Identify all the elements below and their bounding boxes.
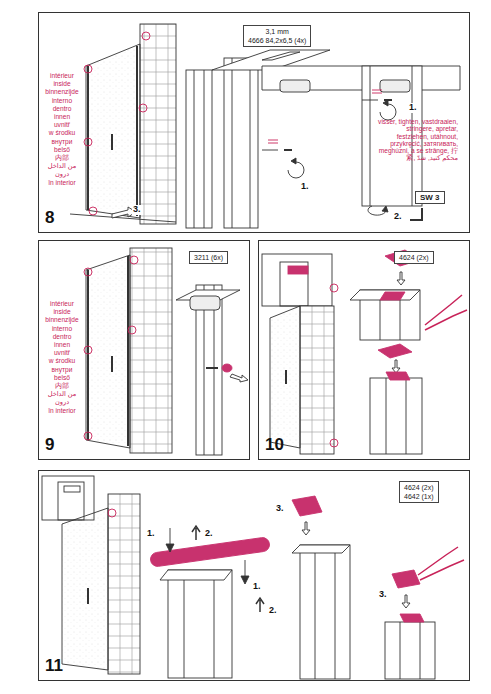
step-panel: 11 4624 (2x)4642 (1x) [38,470,470,681]
interior-text: 内部 [40,154,84,161]
interior-text: binnenzijde [40,316,84,323]
interior-text: w środku [40,129,84,136]
part-text: 3,1 mm [248,27,306,36]
callout-number: 1. [408,103,418,113]
interior-text: внутри [40,138,84,145]
interior-text: în interior [40,179,84,186]
part-number-box: 4624 (2x) [394,251,434,264]
part-number-box: 4624 (2x)4642 (1x) [399,481,439,503]
part-number-box: SW 3 [415,191,445,204]
interior-text: درون [40,398,84,405]
interior-text: interno [40,97,84,104]
interior-text: uvnitř [40,349,84,356]
interior-text: inside [40,80,84,87]
part-text: SW 3 [420,193,440,202]
interior-text: intérieur [40,72,84,79]
callout-number: 1. [252,582,262,592]
interior-text: uvnitř [40,121,84,128]
callout-number: 3. [275,504,285,514]
part-text: 4624 (2x) [399,253,429,262]
callout-number: 1. [300,182,310,192]
tighten-note: visser, tighten, vastdraaien, stringere,… [378,118,458,162]
interior-text: dentro [40,105,84,112]
interior-text: dentro [40,333,84,340]
callout-number: 3. [132,205,142,215]
interior-text: من الداخل [40,162,84,169]
interior-text: من الداخل [40,390,84,397]
callout-number: 2. [268,606,278,616]
part-text: 4624 (2x) [404,483,434,492]
interior-text: intérieur [40,300,84,307]
callout-number: 2. [393,212,403,222]
step-panel: 10 4624 (2x) [258,240,470,460]
interior-text: belső [40,374,84,381]
interior-text: binnenzijde [40,88,84,95]
interior-text: درون [40,170,84,177]
part-text: 4642 (1x) [404,492,434,501]
part-text: 3211 (6x) [194,253,223,262]
interior-text: innen [40,341,84,348]
interior-text: w środku [40,357,84,364]
callout-number: 1. [146,529,156,539]
interior-text: inside [40,308,84,315]
step-number: 9 [45,435,54,455]
step-number: 11 [45,656,63,676]
interior-text: în interior [40,407,84,414]
interior-text: 内部 [40,382,84,389]
callout-number: 3. [378,590,388,600]
part-number-box: 3211 (6x) [189,251,228,264]
interior-text: belső [40,146,84,153]
part-text: 4666 84,2x6,5 (4x) [248,36,306,45]
step-number: 8 [45,208,54,228]
interior-text: внутри [40,366,84,373]
interior-text: innen [40,113,84,120]
part-number-box: 3,1 mm4666 84,2x6,5 (4x) [243,25,311,47]
step-number: 10 [265,435,284,455]
interior-text: interno [40,325,84,332]
callout-number: 2. [204,529,214,539]
